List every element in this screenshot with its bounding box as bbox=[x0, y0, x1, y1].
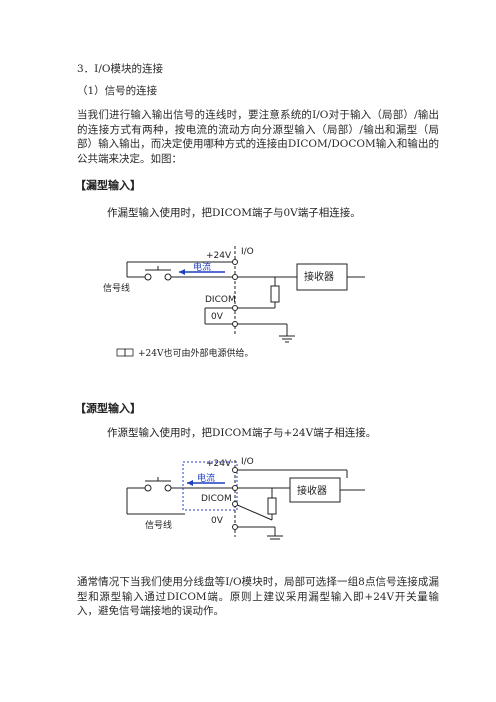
sink-figure-heading: 【漏型输入】 bbox=[75, 178, 141, 192]
source-signal-label: 信号线 bbox=[145, 519, 172, 531]
source-input-figure: 【源型输入】 作源型输入使用时，把DICOM端子与+24V端子相连接。 bbox=[75, 402, 375, 540]
book-icon bbox=[116, 348, 134, 357]
sink-dicom-label: DICOM bbox=[205, 295, 236, 305]
source-figure-caption: 作源型输入使用时，把DICOM端子与+24V端子相连接。 bbox=[107, 426, 375, 439]
sink-terminals bbox=[232, 259, 238, 327]
intro-paragraph: 当我们进行输入输出信号的连线时，要注意系统的I/O对于输入（局部）/输出的连接方… bbox=[77, 109, 439, 165]
source-24v-label: +24V bbox=[206, 459, 232, 469]
source-dicom-label: DICOM bbox=[201, 494, 232, 504]
sink-receiver-label: 接收器 bbox=[304, 270, 334, 283]
sink-input-figure: 【漏型输入】 作漏型输入使用时，把DICOM端子与0V端子相连接。 bbox=[75, 178, 365, 359]
source-receiver-label: 接收器 bbox=[297, 484, 327, 497]
sink-current-label: 电流 bbox=[193, 261, 211, 273]
subsection-title: （1）信号的连接 bbox=[77, 85, 158, 97]
closing-paragraph: 通常情况下当我们使用分线盘等I/O模块时，局部可选择一组8点信号连接成漏型和源型… bbox=[77, 576, 439, 617]
source-io-label: I/O bbox=[241, 457, 254, 467]
sink-figure-caption: 作漏型输入使用时，把DICOM端子与0V端子相连接。 bbox=[107, 206, 361, 219]
source-current-label: 电流 bbox=[197, 472, 215, 484]
sink-io-label: I/O bbox=[241, 247, 254, 257]
sink-note: +24V也可由外部电源供给。 bbox=[138, 347, 254, 359]
sink-current-arrow bbox=[179, 269, 225, 275]
sink-circuit bbox=[126, 246, 365, 343]
source-current-arrow bbox=[187, 480, 225, 486]
source-0v-label: 0V bbox=[211, 516, 224, 526]
source-figure-heading: 【源型输入】 bbox=[75, 402, 141, 415]
sink-signal-label: 信号线 bbox=[103, 282, 130, 294]
sink-0v-label: 0V bbox=[211, 312, 224, 322]
source-terminals bbox=[232, 467, 238, 530]
section-title: 3．I/O模块的连接 bbox=[77, 63, 163, 75]
sink-24v-label: +24V bbox=[206, 251, 232, 261]
